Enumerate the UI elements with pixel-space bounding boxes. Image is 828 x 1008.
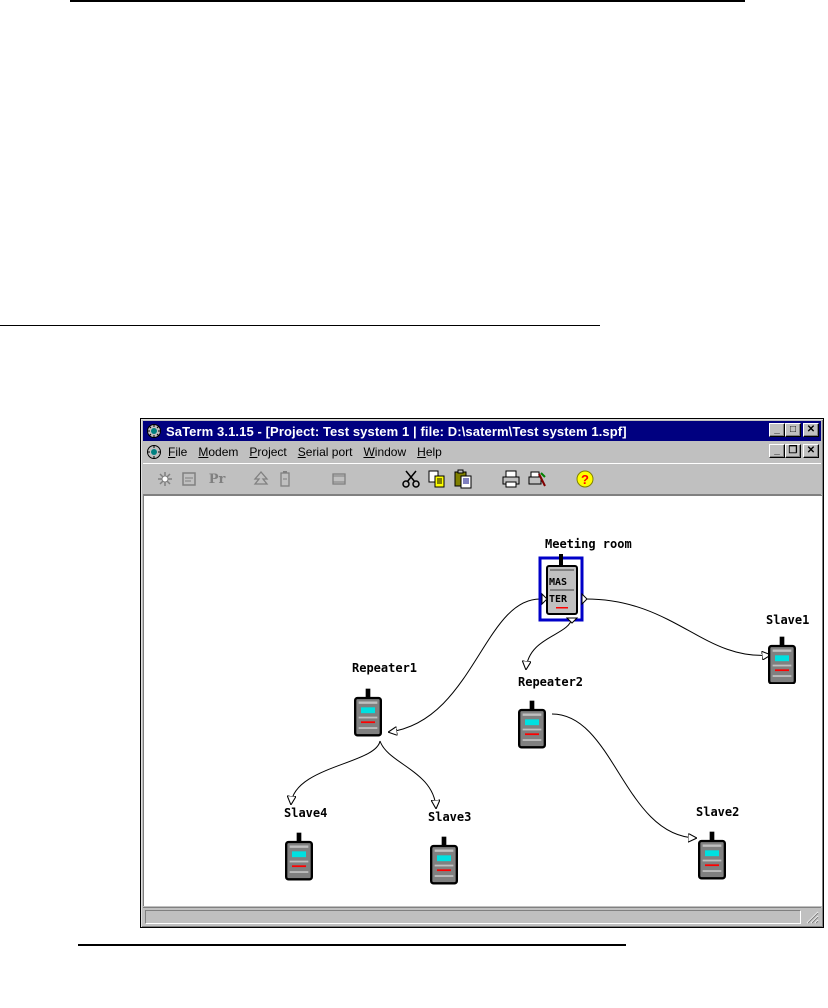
node-label: Repeater1	[352, 661, 417, 675]
menu-help[interactable]: Help	[417, 445, 442, 459]
maximize-icon: □	[790, 425, 796, 435]
connect-icon	[156, 470, 174, 488]
device-text-line2: TER	[549, 594, 568, 605]
connect-button[interactable]	[155, 469, 175, 489]
svg-text:?: ?	[581, 472, 589, 487]
help-button[interactable]: ?	[575, 469, 595, 489]
battery-button[interactable]	[275, 469, 295, 489]
program-button[interactable]: Pr	[205, 469, 229, 489]
node-repeater1[interactable]: Repeater1	[352, 661, 417, 735]
toolbar: Pr ?	[143, 463, 821, 495]
menu-modem[interactable]: Modem	[198, 445, 238, 459]
middle-rule	[0, 325, 600, 326]
child-minimize-button[interactable]: _	[769, 444, 785, 458]
node-slave3[interactable]: Slave3	[428, 810, 471, 883]
top-rule	[70, 0, 745, 2]
close-icon: ✕	[807, 425, 815, 435]
node-slave2[interactable]: Slave2	[696, 805, 739, 878]
node-slave1[interactable]: Slave1	[766, 613, 809, 683]
menu-window[interactable]: Window	[363, 445, 406, 459]
film-button[interactable]	[329, 469, 349, 489]
node-master[interactable]: Meeting room MAS TER	[540, 537, 632, 623]
minimize-icon: _	[774, 446, 780, 456]
node-repeater2[interactable]: Repeater2	[518, 675, 583, 747]
node-label: Slave1	[766, 613, 809, 627]
title-bar[interactable]: SaTerm 3.1.15 - [Project: Test system 1 …	[143, 421, 821, 441]
child-restore-button[interactable]: ❐	[785, 444, 801, 458]
close-icon: ✕	[807, 446, 815, 456]
close-button[interactable]: ✕	[803, 423, 819, 437]
node-label: Slave3	[428, 810, 471, 824]
menu-project[interactable]: Project	[249, 445, 286, 459]
link-repeater1-slave3	[380, 741, 436, 808]
print-setup-icon	[527, 469, 547, 489]
device-text-line1: MAS	[549, 577, 567, 588]
link-repeater1-slave4	[291, 741, 380, 804]
tree-icon	[252, 470, 270, 488]
resize-grip-icon[interactable]	[805, 910, 819, 924]
app-icon[interactable]	[146, 423, 162, 439]
link-master-slave1	[586, 599, 770, 655]
link-repeater2-slave2	[552, 714, 696, 838]
network-diagram-canvas[interactable]: Meeting room MAS TER Slave1 Repeat	[143, 495, 822, 906]
minimize-icon: _	[774, 425, 780, 435]
saterm-window: SaTerm 3.1.15 - [Project: Test system 1 …	[140, 418, 824, 928]
help-icon: ?	[575, 469, 595, 489]
node-label: Meeting room	[545, 537, 632, 551]
cut-button[interactable]	[401, 469, 421, 489]
print-icon	[501, 469, 521, 489]
disconnect-button[interactable]	[179, 469, 199, 489]
tree-button[interactable]	[251, 469, 271, 489]
paste-icon	[453, 469, 473, 489]
print-button[interactable]	[501, 469, 521, 489]
document-icon[interactable]	[146, 444, 162, 460]
copy-button[interactable]	[427, 469, 447, 489]
node-label: Slave2	[696, 805, 739, 819]
menu-bar: File Modem Project Serial port Window He…	[143, 442, 821, 461]
node-slave4[interactable]: Slave4	[284, 806, 327, 879]
network-diagram: Meeting room MAS TER Slave1 Repeat	[144, 496, 822, 906]
menu-serial-port[interactable]: Serial port	[298, 445, 353, 459]
node-label: Slave4	[284, 806, 327, 820]
menu-file[interactable]: File	[168, 445, 187, 459]
restore-icon: ❐	[789, 446, 798, 456]
film-icon	[330, 470, 348, 488]
maximize-button[interactable]: □	[785, 423, 801, 437]
program-icon: Pr	[209, 472, 226, 487]
minimize-button[interactable]: _	[769, 423, 785, 437]
paste-button[interactable]	[453, 469, 473, 489]
node-label: Repeater2	[518, 675, 583, 689]
window-title: SaTerm 3.1.15 - [Project: Test system 1 …	[166, 424, 627, 439]
link-master-repeater2	[526, 618, 572, 669]
copy-icon	[427, 469, 447, 489]
status-panel	[145, 910, 801, 924]
cut-icon	[401, 469, 421, 489]
status-bar	[143, 907, 821, 925]
bottom-rule	[78, 944, 626, 946]
disconnect-icon	[180, 470, 198, 488]
child-close-button[interactable]: ✕	[803, 444, 819, 458]
battery-icon	[276, 470, 294, 488]
print-setup-button[interactable]	[527, 469, 547, 489]
